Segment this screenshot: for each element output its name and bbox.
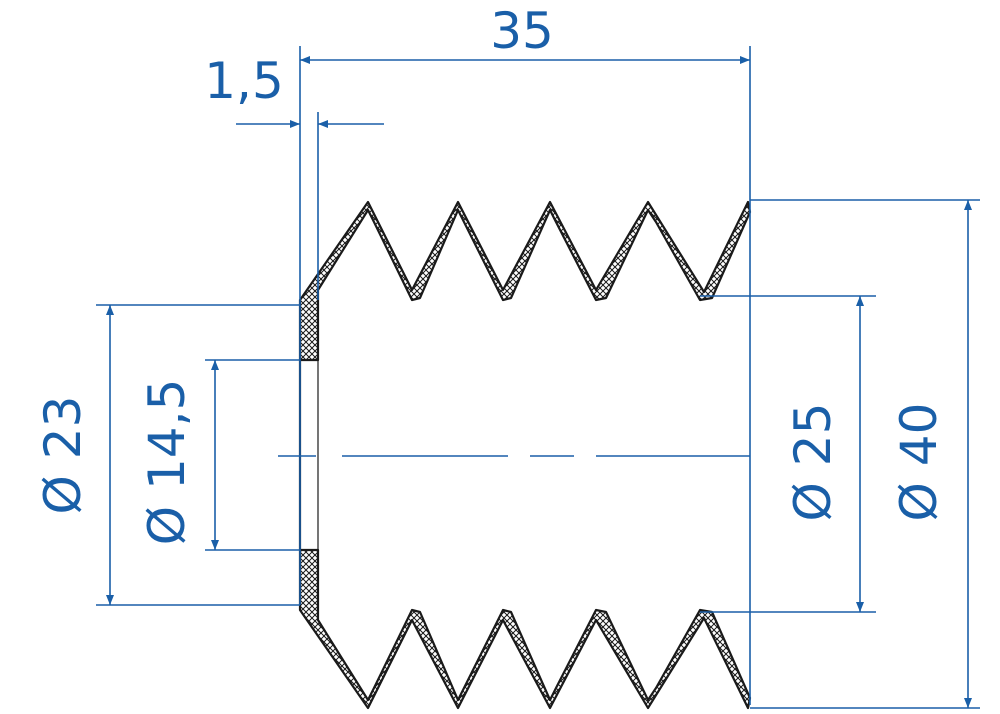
bellows-top-wall	[298, 200, 752, 362]
dia-bellow-inner-label: Ø 25	[784, 403, 842, 522]
dimension-lines	[96, 46, 980, 709]
dimension-arrows	[106, 56, 972, 708]
bellows-part	[298, 200, 752, 710]
wall-thickness-label: 1,5	[204, 52, 284, 110]
bellows-bottom-wall	[298, 548, 752, 710]
dia-bellow-outer-label: Ø 40	[890, 403, 948, 522]
dia-collar-label: Ø 23	[34, 396, 92, 515]
length-label: 35	[490, 2, 554, 60]
dia-inner-small-label: Ø 14,5	[138, 379, 196, 546]
